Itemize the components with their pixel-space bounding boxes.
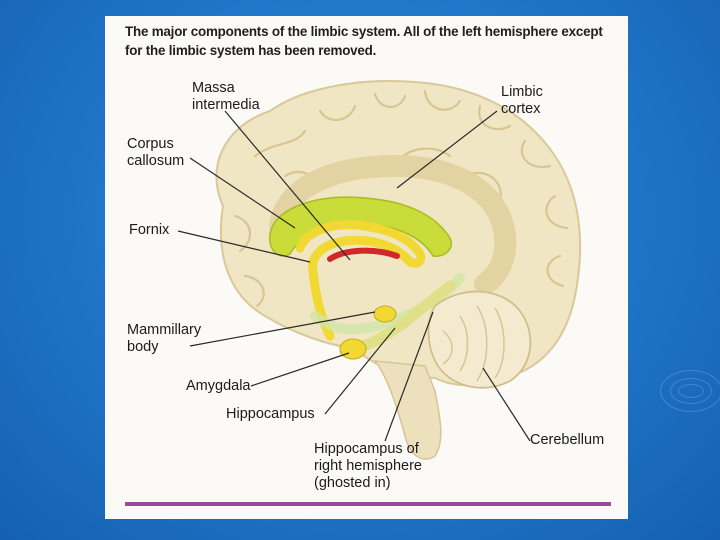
label-massa-intermedia: Massa intermedia (192, 80, 260, 114)
label-hippocampus-right-hemisphere: Hippocampus of right hemisphere (ghosted… (314, 441, 422, 492)
label-line: Massa (192, 80, 235, 96)
label-corpus-callosum: Corpus callosum (127, 136, 184, 170)
ripple-decoration (678, 384, 704, 398)
bottom-rule (125, 502, 611, 506)
brainstem-shape (373, 360, 442, 460)
figure-panel: The major components of the limbic syste… (105, 16, 628, 519)
cortex-folds (233, 89, 569, 308)
label-line: cortex (501, 101, 541, 117)
massa-intermedia-shape (327, 247, 400, 262)
caption-line-2: for the limbic system has been removed. (125, 43, 377, 58)
caption-line-1: The major components of the limbic syste… (125, 24, 603, 39)
label-line: body (127, 339, 159, 355)
cerebellum-shape (427, 290, 532, 389)
label-limbic-cortex: Limbic cortex (501, 84, 543, 118)
fornix-shape (295, 220, 426, 341)
label-hippocampus: Hippocampus (226, 406, 315, 422)
label-line: Mammillary (127, 322, 202, 338)
label-amygdala: Amygdala (186, 378, 251, 394)
ripple-decoration (670, 378, 712, 404)
leader-lines (177, 110, 531, 442)
label-line: right hemisphere (314, 458, 422, 474)
label-cerebellum: Cerebellum (530, 432, 605, 448)
figure-caption: The major components of the limbic syste… (125, 22, 620, 60)
label-line: intermedia (192, 97, 260, 113)
ripple-decoration (660, 370, 720, 412)
brain-illustration (177, 80, 582, 460)
label-line: Corpus (127, 136, 174, 152)
label-fornix: Fornix (129, 222, 170, 238)
amygdala-shape (339, 338, 367, 360)
label-mammillary-body: Mammillary body (127, 322, 201, 356)
corpus-callosum-shape (269, 196, 452, 257)
limbic-cortex-band (269, 154, 517, 295)
label-line: (ghosted in) (314, 475, 391, 491)
cerebellum-folia (442, 305, 505, 382)
label-line: Limbic (501, 84, 543, 100)
label-line: Hippocampus of (314, 441, 419, 457)
label-line: callosum (127, 153, 185, 169)
mammillary-body-shape (373, 305, 397, 323)
